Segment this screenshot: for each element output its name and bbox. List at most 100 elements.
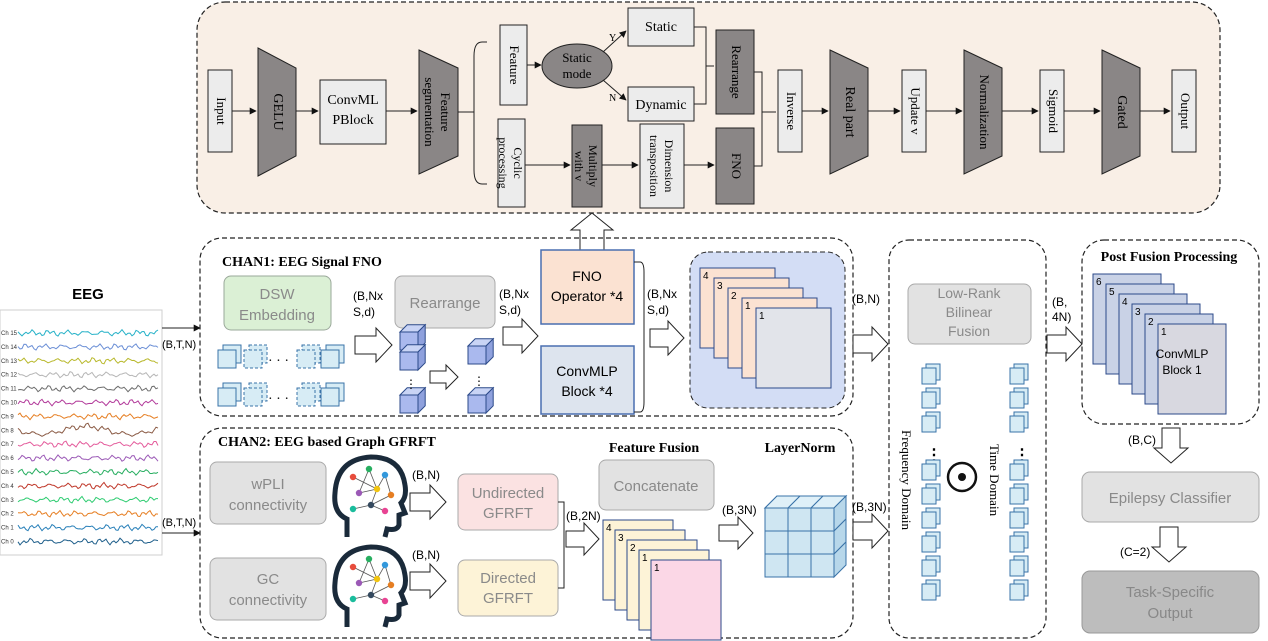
ellipsis: · · · bbox=[268, 354, 289, 369]
eeg-channel-label: Ch 7 bbox=[1, 442, 14, 448]
graph-node bbox=[381, 597, 389, 605]
eeg-traces bbox=[17, 328, 159, 546]
multiply-label: Multiplywith v bbox=[572, 145, 600, 187]
eeg-channel-label: Ch 14 bbox=[1, 345, 18, 351]
eeg-trace bbox=[17, 495, 158, 504]
task-output-box bbox=[1081, 570, 1260, 634]
eeg-trace bbox=[17, 523, 158, 532]
chan2-arrow-gc bbox=[409, 562, 447, 600]
rearrange-label-top: Rearrange bbox=[729, 45, 744, 99]
time-token bbox=[1009, 391, 1025, 409]
chan1-sheet-label: 1 bbox=[759, 311, 765, 322]
dsw-patch bbox=[296, 349, 316, 369]
chan1-panel bbox=[199, 237, 854, 417]
ellipsis: ⋮ bbox=[405, 377, 417, 391]
update-v-label: Update v bbox=[908, 87, 923, 135]
frequency-domain-label: Frequency Domain bbox=[899, 430, 914, 531]
wpli-box bbox=[209, 461, 327, 525]
frequency-token bbox=[921, 559, 937, 577]
graph-edge bbox=[384, 564, 392, 586]
rearrange-arrow bbox=[429, 363, 459, 391]
output-box-top bbox=[1171, 69, 1197, 153]
post-arrow-output bbox=[1150, 526, 1188, 563]
layernorm-cell bbox=[787, 507, 812, 532]
eeg-trace bbox=[17, 467, 159, 476]
graph-node bbox=[349, 563, 357, 571]
inverse-box bbox=[777, 69, 803, 153]
feature-fusion-title: Feature Fusion bbox=[609, 441, 700, 456]
dimension-transposition-label: Dimensiontransposition bbox=[647, 135, 676, 197]
post-sheet-label: 3 bbox=[1135, 307, 1141, 318]
feature-box bbox=[499, 24, 528, 106]
graph-edge bbox=[358, 558, 370, 584]
eeg-channel-label: Ch 9 bbox=[1, 414, 14, 420]
multiply-box bbox=[571, 124, 603, 208]
fusion-panel bbox=[888, 239, 1047, 639]
chan1-sheet-label: 3 bbox=[717, 281, 723, 292]
frequency-token bbox=[921, 511, 937, 529]
layernorm-cell bbox=[787, 530, 812, 555]
eeg-channel-label: Ch 5 bbox=[1, 470, 14, 476]
frequency-token bbox=[921, 463, 937, 481]
eeg-channel-label: Ch 12 bbox=[1, 373, 18, 379]
dsw-patch bbox=[217, 349, 237, 369]
eeg-trace bbox=[17, 412, 159, 421]
eeg-trace bbox=[17, 422, 159, 437]
convmlp-block-box bbox=[540, 345, 635, 415]
update-v-box bbox=[901, 69, 927, 153]
convmlp-pblock-box bbox=[319, 79, 387, 145]
frequency-token bbox=[921, 535, 937, 553]
yes-label: Y bbox=[609, 33, 616, 44]
time-token bbox=[1009, 415, 1025, 433]
normalization-trapezoid bbox=[963, 49, 1003, 175]
fno-operator-box bbox=[540, 249, 635, 325]
layernorm-cell bbox=[810, 553, 835, 578]
chan1-title: CHAN1: EEG Signal FNO bbox=[222, 255, 382, 270]
dsw-patches: · · ·· · · bbox=[217, 344, 345, 407]
graph-node bbox=[387, 581, 395, 589]
eeg-channel-label: Ch 11 bbox=[1, 387, 17, 393]
eeg-dim-top: (B,T,N) bbox=[162, 339, 196, 351]
graph-node bbox=[387, 491, 395, 499]
time-token bbox=[1009, 535, 1025, 553]
eeg-channel-label: Ch 4 bbox=[1, 484, 14, 490]
gated-label: Gated bbox=[1114, 95, 1129, 128]
chan2-sheet-label: 2 bbox=[630, 543, 636, 554]
frequency-token bbox=[921, 391, 937, 409]
eeg-title: EEG bbox=[72, 286, 104, 303]
frequency-token bbox=[921, 583, 937, 601]
time-token bbox=[1009, 463, 1025, 481]
frequency-domain-tokens: ⋮ bbox=[921, 363, 942, 601]
graph-edge bbox=[352, 476, 378, 490]
chan1-arrow-3 bbox=[649, 319, 685, 357]
layernorm-title: LayerNorm bbox=[765, 441, 836, 456]
normalization-label: Normalization bbox=[977, 74, 992, 150]
dsw-patch bbox=[296, 387, 316, 407]
layernorm-cell bbox=[764, 507, 789, 532]
layernorm-cell bbox=[764, 553, 789, 578]
rearrange-cube bbox=[467, 394, 487, 414]
dynamic-label: Dynamic bbox=[635, 98, 686, 113]
chan2-dim-bn-1: (B,N) bbox=[412, 468, 440, 482]
graph-edge bbox=[352, 566, 378, 580]
graph-node bbox=[373, 485, 381, 493]
graph-edge bbox=[370, 494, 392, 506]
rearrange-cube bbox=[399, 394, 419, 414]
graph-node bbox=[381, 507, 389, 515]
chan2-title: CHAN2: EEG based Graph GFRFT bbox=[218, 435, 436, 450]
chan2-sheet-label: 1 bbox=[654, 563, 660, 574]
graph-edge bbox=[368, 468, 378, 490]
layernorm-cell bbox=[810, 507, 835, 532]
time-token bbox=[1009, 487, 1025, 505]
eeg-channel-label: Ch 1 bbox=[1, 526, 14, 532]
sigmoid-label: Sigmoid bbox=[1046, 89, 1061, 134]
inverse-label: Inverse bbox=[784, 92, 799, 130]
chan1-dim-out: (B,N) bbox=[852, 292, 880, 306]
graph-node bbox=[365, 555, 373, 563]
